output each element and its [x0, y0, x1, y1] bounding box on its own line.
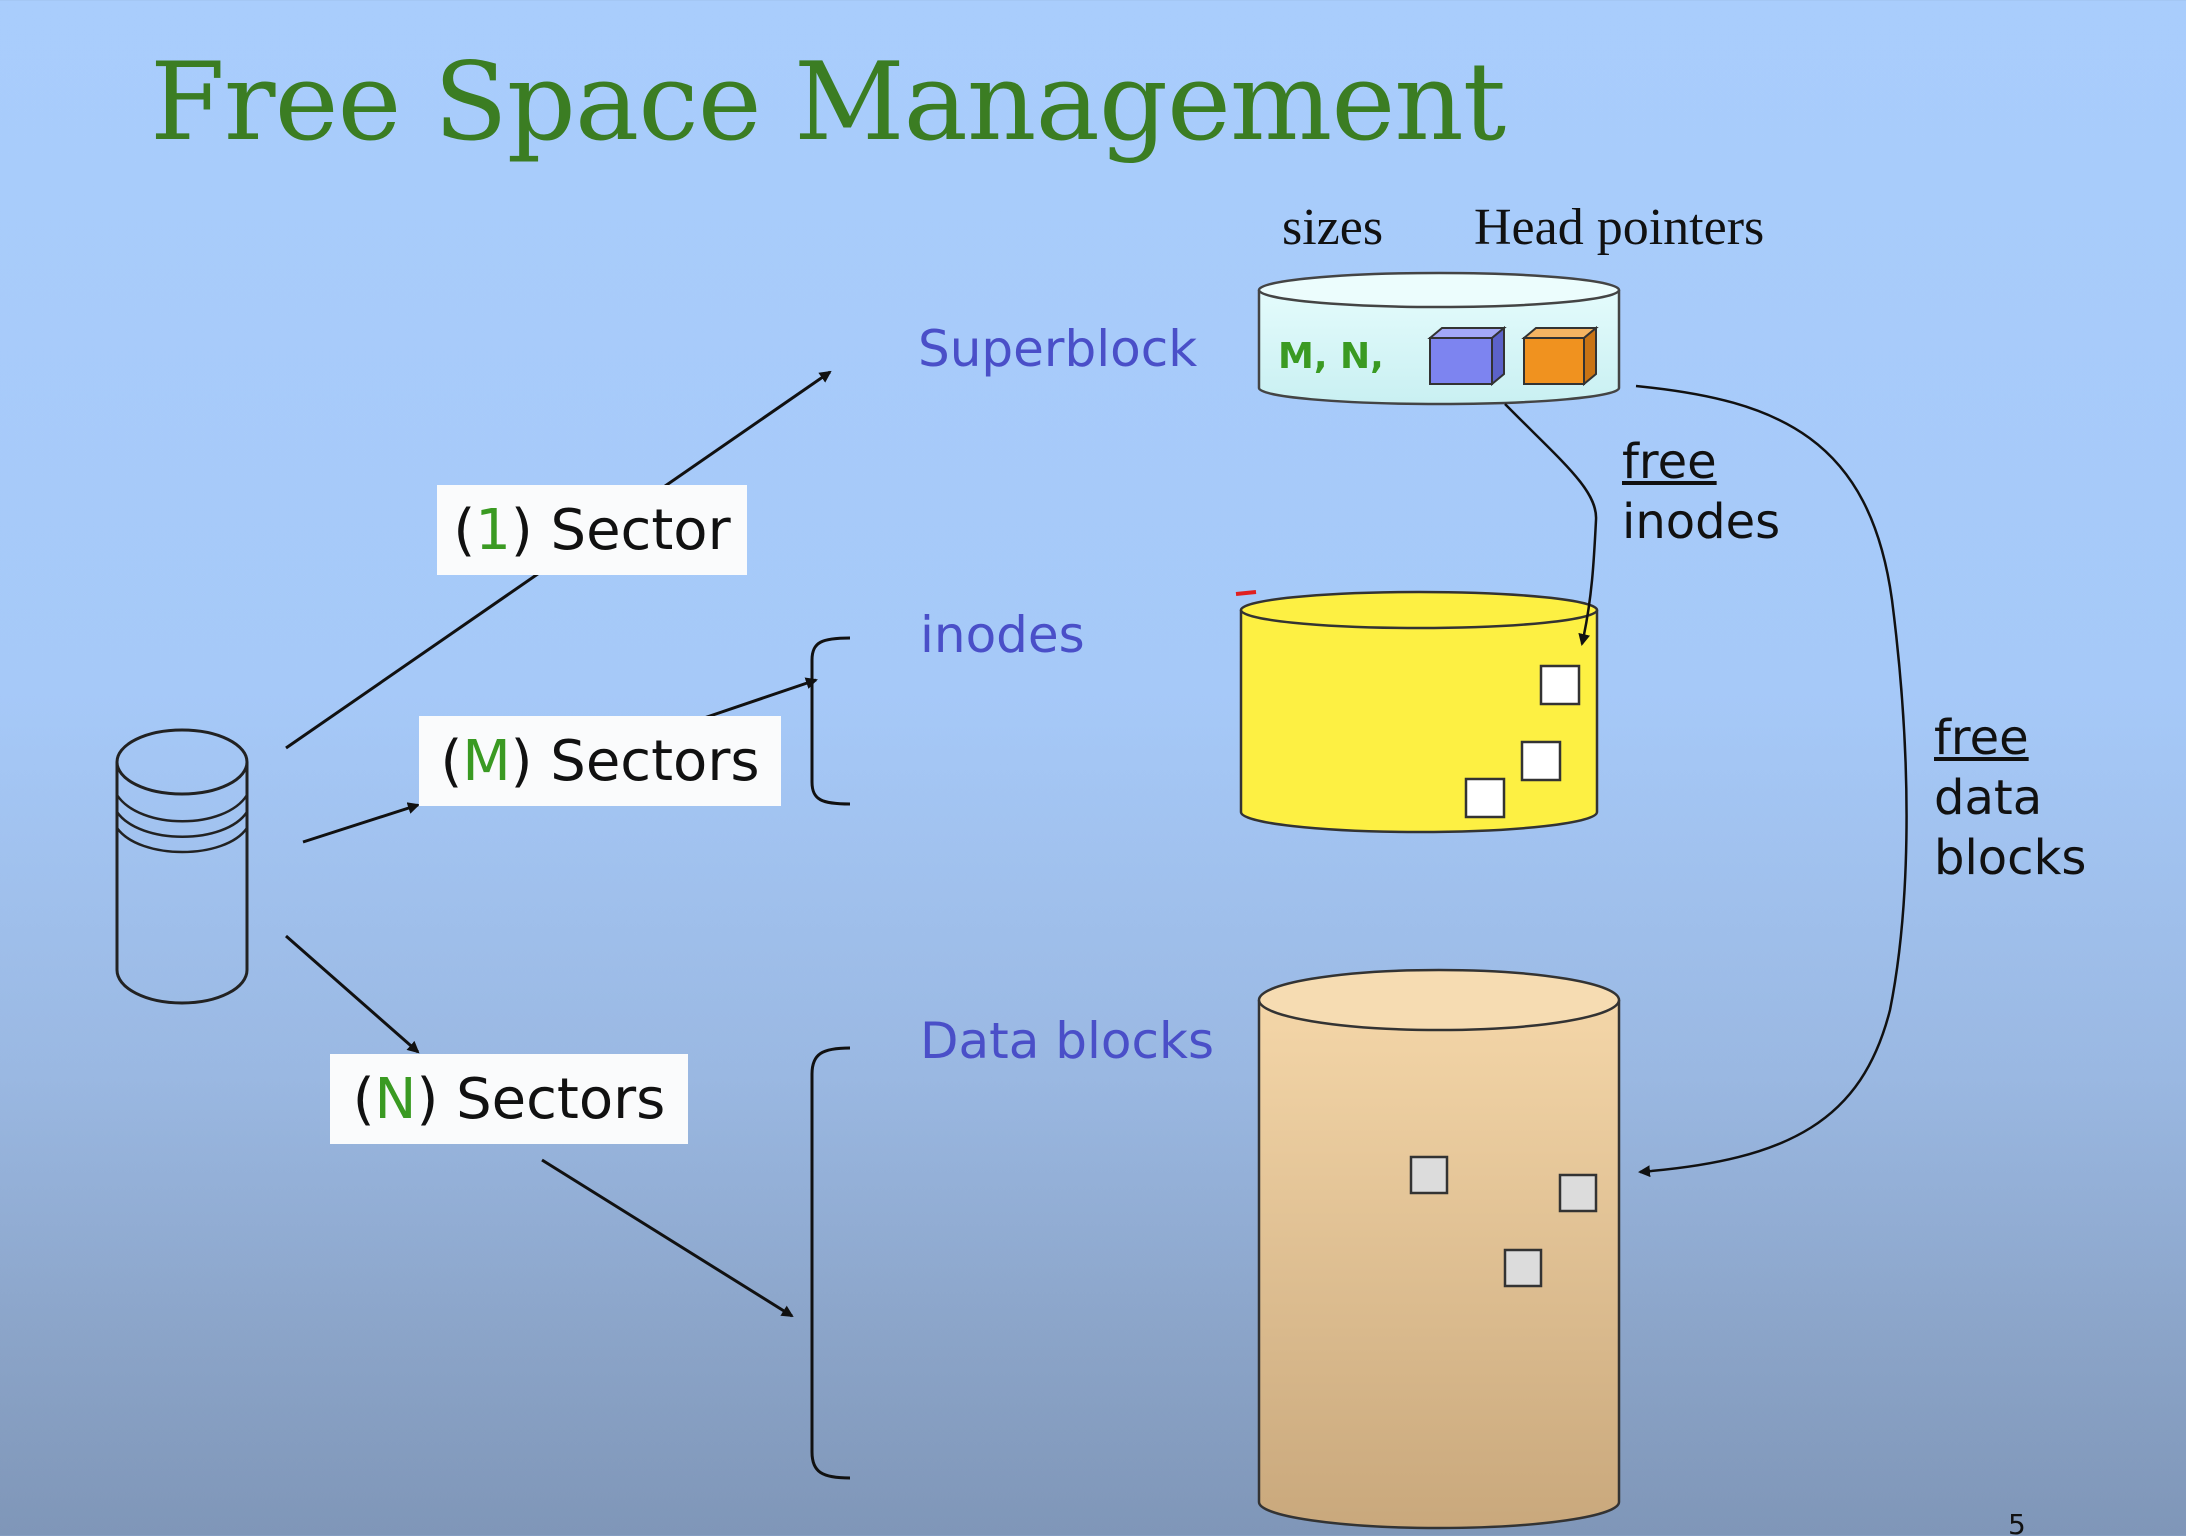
- sector-text: ) Sectors: [416, 1066, 666, 1132]
- free-data-block: [1558, 1173, 1598, 1213]
- arrow-n-to-data: [541, 1158, 794, 1318]
- arrow-m-to-inodes: [703, 677, 818, 720]
- data-head-pointer-cube: [1521, 325, 1599, 387]
- sector-count: N: [374, 1066, 417, 1132]
- n-sectors-box: (N) Sectors: [330, 1054, 688, 1144]
- sector-paren: (: [352, 1066, 375, 1132]
- free-data-blocks-note: free data blocks: [1934, 708, 2086, 888]
- free-inodes-pointer: [1504, 403, 1598, 646]
- sector-text: ) Sectors: [510, 728, 760, 794]
- free-data-blocks-pointer: [1635, 384, 1908, 1178]
- data-blocks-label: Data blocks: [920, 1012, 1214, 1070]
- arrow-to-m-sectors: [302, 802, 420, 844]
- note-line: data: [1934, 770, 2043, 826]
- note-line: inodes: [1622, 494, 1781, 550]
- slide-title: Free Space Management: [150, 40, 1506, 165]
- sector-paren: (: [453, 497, 476, 563]
- sizes-header: sizes: [1282, 199, 1384, 256]
- free-data-block: [1409, 1155, 1449, 1195]
- free-inode-block: [1539, 664, 1581, 706]
- note-line: blocks: [1934, 830, 2087, 886]
- sector-count: M: [462, 728, 511, 794]
- inode-head-pointer-cube: [1427, 325, 1507, 387]
- head-pointers-header: Head pointers: [1474, 199, 1765, 256]
- arrow-to-n-sectors: [285, 934, 420, 1054]
- superblock-label: Superblock: [918, 320, 1198, 378]
- free-data-block: [1503, 1248, 1543, 1288]
- superblock-sizes-text: M, N,: [1278, 336, 1384, 377]
- inodes-label: inodes: [920, 606, 1085, 664]
- free-inode-block: [1520, 740, 1562, 782]
- note-line: free: [1934, 710, 2029, 766]
- data-blocks-brace: [810, 1046, 851, 1480]
- free-inodes-note: free inodes: [1622, 432, 1780, 552]
- sector-paren: (: [440, 728, 463, 794]
- m-sectors-box: (M) Sectors: [419, 716, 781, 806]
- one-sector-box: (1) Sector: [437, 485, 747, 575]
- inodes-brace: [810, 636, 851, 806]
- free-inode-block: [1464, 777, 1506, 819]
- data-blocks-cylinder: [1257, 968, 1621, 1530]
- disk-icon: [115, 728, 249, 1005]
- inodes-cylinder: [1235, 590, 1599, 834]
- note-line: free: [1622, 434, 1717, 490]
- page-number: 5: [2008, 1508, 2026, 1536]
- sector-text: ) Sector: [510, 497, 731, 563]
- sector-count: 1: [475, 497, 511, 563]
